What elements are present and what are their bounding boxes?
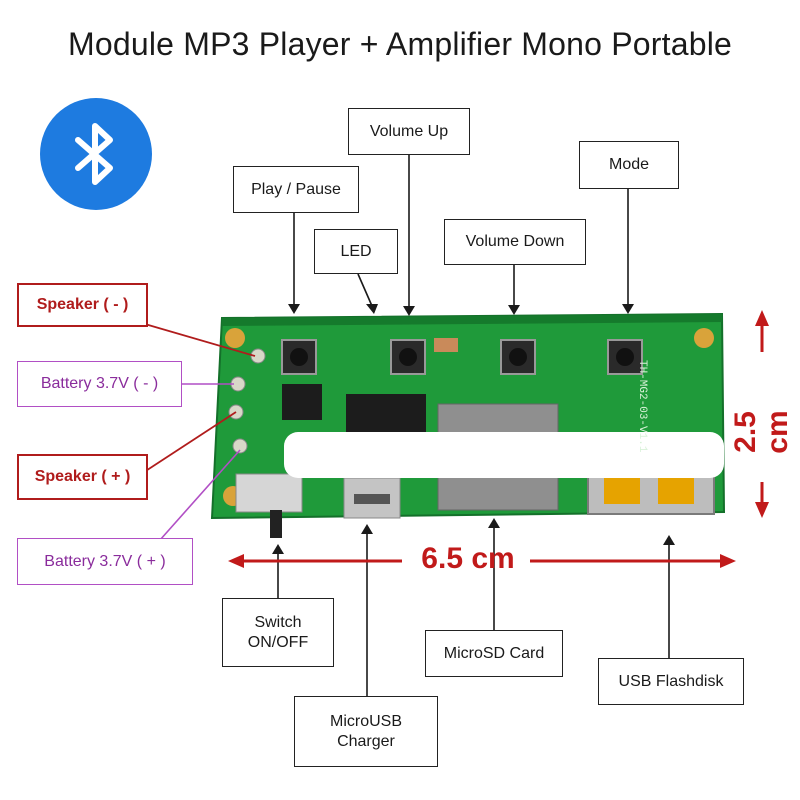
label-volume-down: Volume Down (444, 219, 586, 265)
label-battery-minus: Battery 3.7V ( - ) (17, 361, 182, 407)
dimension-width: 6.5 cm (421, 542, 515, 575)
board-model-text: TH-MG2-03-V1.1 (636, 360, 648, 453)
label-led: LED (314, 229, 398, 274)
label-speaker-plus: Speaker ( + ) (17, 454, 148, 500)
label-microsd: MicroSD Card (425, 630, 563, 677)
label-usb-flashdisk: USB Flashdisk (598, 658, 744, 705)
label-mode: Mode (579, 141, 679, 189)
label-play-pause: Play / Pause (233, 166, 359, 213)
label-battery-plus: Battery 3.7V ( + ) (17, 538, 193, 585)
dimension-height: 2.5 cm (729, 410, 794, 454)
label-speaker-minus: Speaker ( - ) (17, 283, 148, 327)
label-switch: Switch ON/OFF (222, 598, 334, 667)
label-volume-up: Volume Up (348, 108, 470, 155)
label-microusb: MicroUSB Charger (294, 696, 438, 767)
page-title: Module MP3 Player + Amplifier Mono Porta… (67, 26, 733, 62)
bluetooth-icon (40, 98, 152, 210)
redaction-strip (284, 432, 724, 478)
